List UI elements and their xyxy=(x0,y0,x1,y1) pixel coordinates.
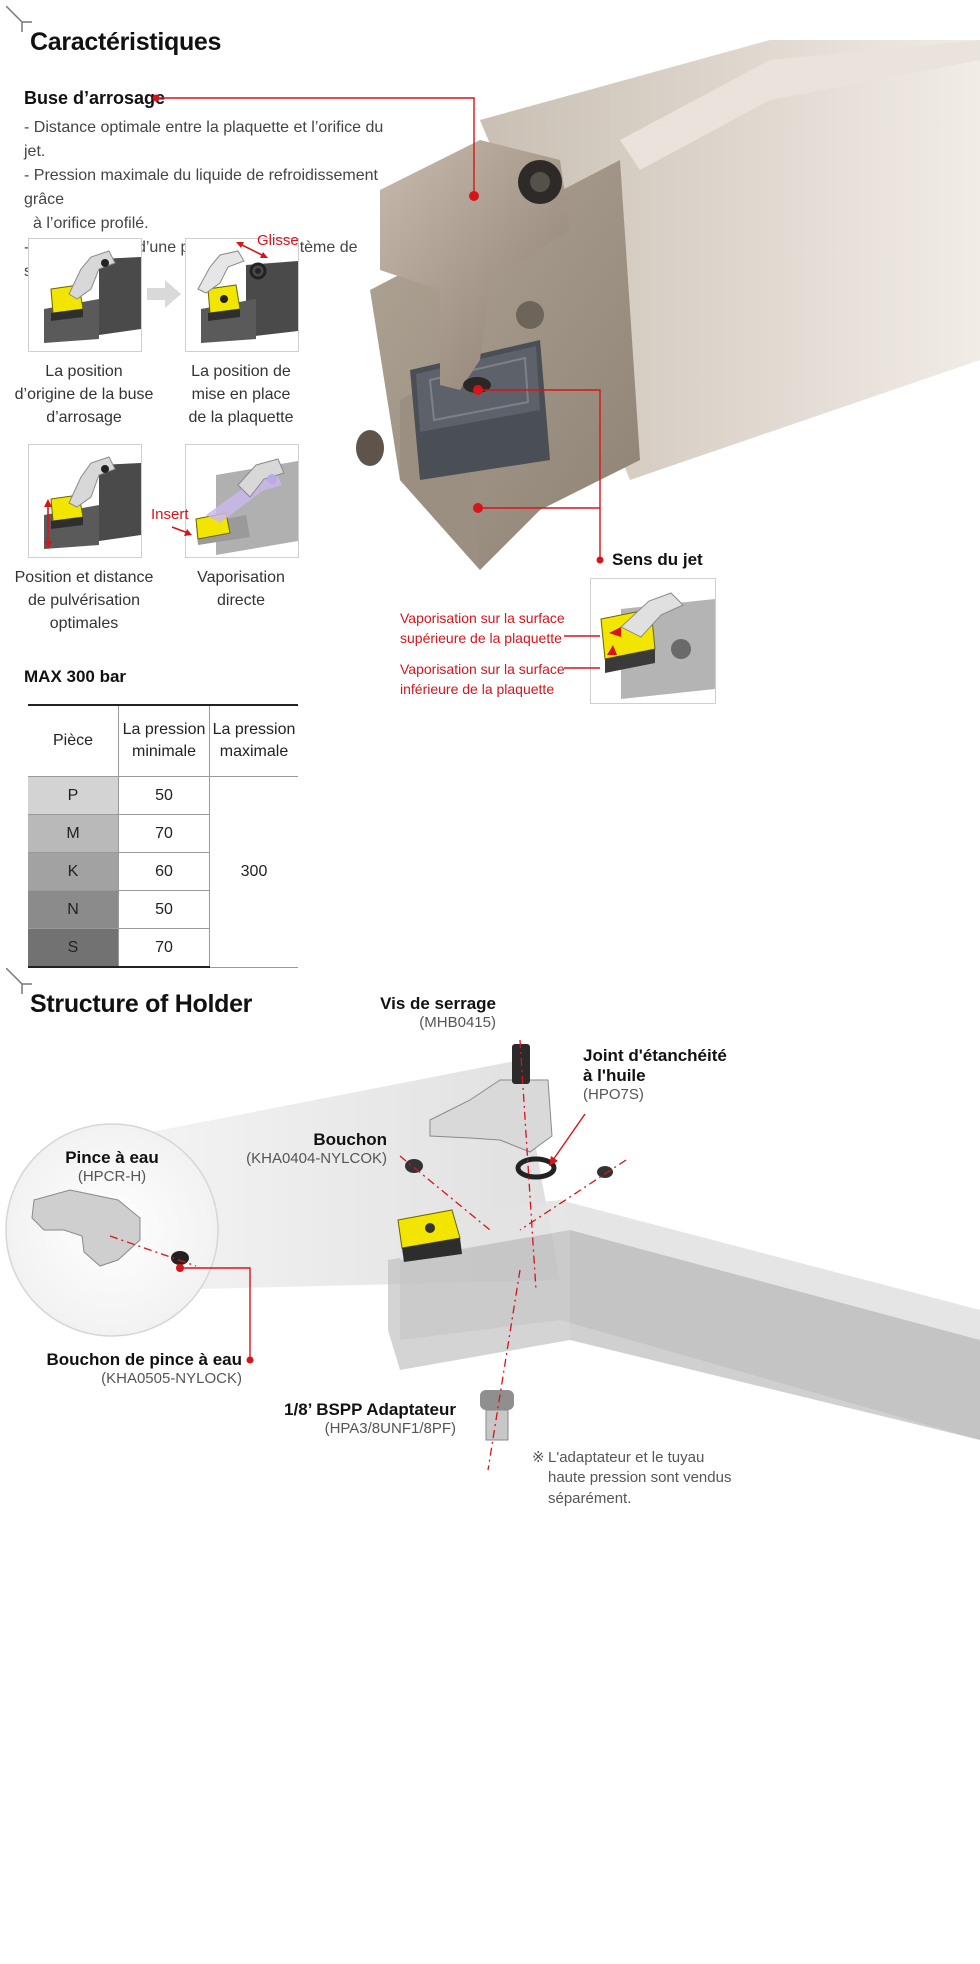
spray-distance-image xyxy=(28,444,142,558)
note-line: L'adaptateur et le tuyau xyxy=(548,1449,705,1466)
caption-line: directe xyxy=(216,592,266,610)
bullet-line: à l’orifice profilé. xyxy=(33,215,149,232)
screw-label: Vis de serrage (MHB0415) xyxy=(330,994,496,1031)
caption-origin: La position d’origine de la buse d’arros… xyxy=(8,360,160,430)
arrow-right-icon xyxy=(147,280,181,308)
structure-title: Structure of Holder xyxy=(30,990,253,1018)
jet-label-lines xyxy=(564,635,600,669)
holder-exploded-view xyxy=(5,1040,980,1471)
min-cell: 60 xyxy=(118,852,210,891)
note-line: haute pression sont vendus xyxy=(548,1469,732,1487)
insert-label: Insert xyxy=(151,506,189,523)
caption-line: La position de xyxy=(191,363,291,380)
caption-line: Position et distance xyxy=(14,569,154,586)
header-piece: Pièce xyxy=(28,704,119,777)
table-header-row: Pièce La pression minimale La pression max… xyxy=(28,704,298,777)
jet-lower-line: Vaporisation sur la surface xyxy=(400,661,565,677)
clamp-plug-code: (KHA0505-NYLOCK) xyxy=(101,1370,242,1387)
caption-line: d’origine de la buse xyxy=(14,386,154,404)
min-cell: 50 xyxy=(118,776,210,815)
caption-distance: Position et distance de pulvérisation op… xyxy=(8,566,160,636)
seal-label: Joint d'étanchéité à l'huile (HPO7S) xyxy=(583,1046,783,1103)
piece-cell: M xyxy=(28,814,119,853)
table-row: N 50 xyxy=(28,890,298,929)
header-max: La pression maximale xyxy=(209,704,298,777)
caption-direct: Vaporisation directe xyxy=(165,566,317,612)
glisse-label: Glisse xyxy=(257,232,299,249)
screw-code: (MHB0415) xyxy=(419,1014,496,1031)
adapter-name: 1/8’ BSPP Adaptateur xyxy=(284,1400,456,1419)
header-line: La pression xyxy=(122,721,206,739)
jet-direction-title: Sens du jet xyxy=(612,550,703,569)
seal-name: à l'huile xyxy=(583,1066,646,1085)
min-cell: 50 xyxy=(118,890,210,929)
piece-cell: P xyxy=(28,776,119,815)
clamp-plug-name: Bouchon de pince à eau xyxy=(46,1350,242,1369)
table-row: K 60 xyxy=(28,852,298,891)
caption-line: de pulvérisation xyxy=(27,592,141,610)
note-line: séparément. xyxy=(548,1489,632,1507)
jet-upper-label: Vaporisation sur la surface supérieure d… xyxy=(400,608,565,649)
jet-direction-image xyxy=(590,578,716,704)
plug-label: Bouchon (KHA0404-NYLCOK) xyxy=(237,1130,387,1167)
tool-holder-illustration xyxy=(356,40,980,570)
jet-upper-line: supérieure de la plaquette xyxy=(400,630,562,647)
piece-cell: S xyxy=(28,928,119,968)
pressure-table: Pièce La pression minimale La pression max… xyxy=(28,704,298,968)
bullet-line: - Pression maximale du liquide de refroi… xyxy=(24,167,378,208)
jet-lower-line: inférieure de la plaquette xyxy=(400,681,555,698)
insert-arrow-icon xyxy=(172,526,192,536)
caption-line: de la plaquette xyxy=(188,409,294,427)
min-cell: 70 xyxy=(118,928,210,968)
piece-cell: N xyxy=(28,890,119,929)
clamp-plug-label: Bouchon de pince à eau (KHA0505-NYLOCK) xyxy=(40,1350,242,1387)
insert-placement-image xyxy=(185,238,299,352)
header-line: minimale xyxy=(131,743,196,760)
caption-line: mise en place xyxy=(191,386,291,404)
seal-code: (HPO7S) xyxy=(583,1086,644,1103)
piece-cell: K xyxy=(28,852,119,891)
plug-name: Bouchon xyxy=(313,1130,387,1149)
screw-name: Vis de serrage xyxy=(380,994,496,1013)
caption-line: La position xyxy=(45,363,123,380)
max-cell: 300 xyxy=(209,776,298,968)
table-row: P 50 300 xyxy=(28,776,298,968)
nozzle-origin-image xyxy=(28,238,142,352)
clamp-label: Pince à eau (HPCR-H) xyxy=(40,1148,184,1185)
caption-line: Vaporisation xyxy=(197,569,285,586)
header-line: Pièce xyxy=(52,732,94,750)
header-line: La pression xyxy=(212,721,296,739)
clamp-code: (HPCR-H) xyxy=(77,1168,147,1185)
table-row: M 70 xyxy=(28,814,298,853)
slide-arrow-icon xyxy=(236,242,268,258)
bullet-line: - Distance optimale entre la plaquette e… xyxy=(24,119,384,160)
corner-mark-icon xyxy=(6,968,32,994)
caption-placement: La position de mise en place de la plaqu… xyxy=(165,360,317,430)
corner-mark-icon xyxy=(6,6,32,32)
header-line: maximale xyxy=(219,743,289,760)
caption-line: d’arrosage xyxy=(46,409,122,427)
adapter-code: (HPA3/8UNF1/8PF) xyxy=(324,1420,456,1437)
clamp-name: Pince à eau xyxy=(65,1148,159,1167)
seal-name: Joint d'étanchéité xyxy=(583,1046,727,1065)
table-row: S 70 xyxy=(28,928,298,968)
features-title: Caractéristiques xyxy=(30,28,222,56)
feature-leader-lines xyxy=(152,94,604,564)
header-min: La pression minimale xyxy=(118,704,210,777)
direct-spray-image xyxy=(185,444,299,558)
adapter-label: 1/8’ BSPP Adaptateur (HPA3/8UNF1/8PF) xyxy=(270,1400,456,1437)
pressure-title: MAX 300 bar xyxy=(24,667,127,686)
min-cell: 70 xyxy=(118,814,210,853)
jet-upper-line: Vaporisation sur la surface xyxy=(400,610,565,626)
plug-code: (KHA0404-NYLCOK) xyxy=(246,1150,387,1167)
note-mark: ※ xyxy=(532,1449,545,1466)
adapter-note: ※ L'adaptateur et le tuyau haute pressio… xyxy=(532,1448,731,1509)
nozzle-title: Buse d’arrosage xyxy=(24,88,166,108)
caption-line: optimales xyxy=(49,615,119,633)
jet-lower-label: Vaporisation sur la surface inférieure d… xyxy=(400,659,565,700)
